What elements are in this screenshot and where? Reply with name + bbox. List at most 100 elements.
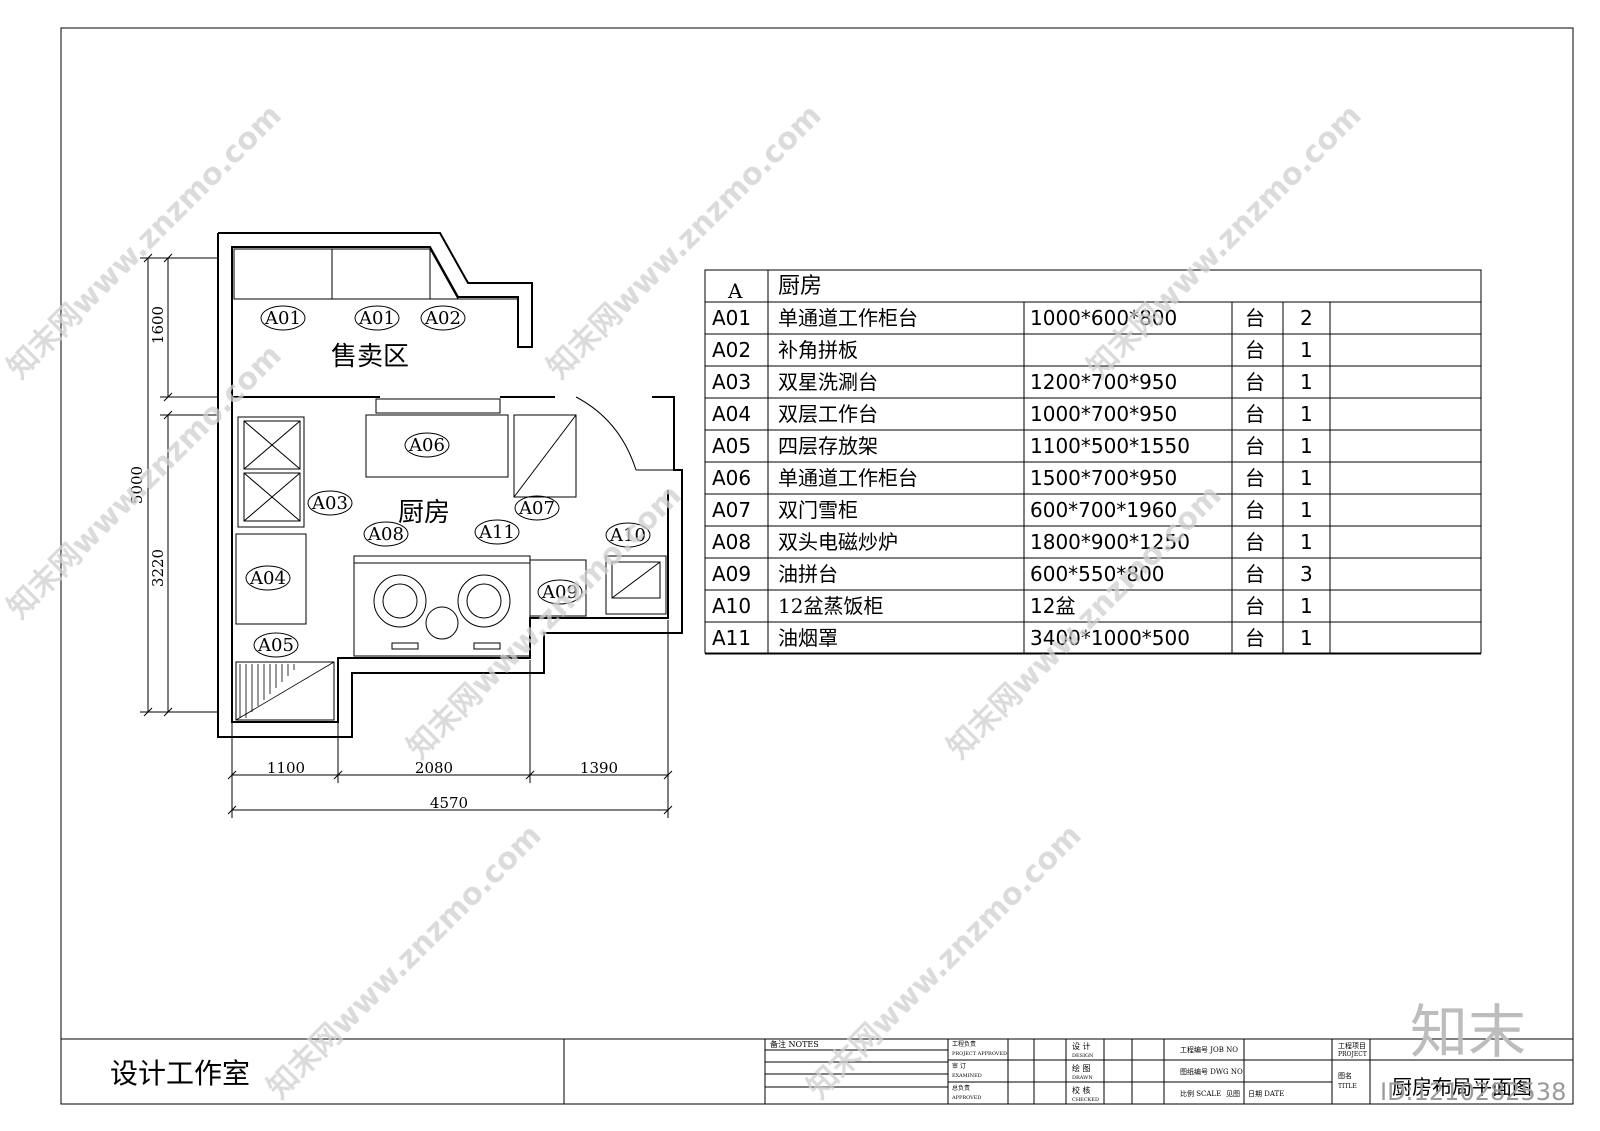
inner-wall [231, 397, 669, 723]
approved-label: 总负责 [952, 1084, 970, 1092]
table-cell-spec: 1500*700*950 [1030, 466, 1177, 490]
window [375, 398, 501, 414]
table-cell-spec: 1000*700*950 [1030, 402, 1177, 426]
project-approved-en: PROJECT APPROVED [952, 1051, 1007, 1057]
table-cell-unit: 台 [1245, 306, 1265, 330]
kitchen-label: 厨房 [398, 498, 450, 528]
watermark-logo: 知末 [1410, 998, 1526, 1066]
table-cell-qty: 1 [1300, 498, 1313, 522]
table-cell-name: 双门雪柜 [778, 498, 858, 522]
table-cell-name: 单通道工作柜台 [778, 466, 918, 490]
watermark-text-4: 知末网www.znzmo.com [1, 338, 289, 626]
table-cell-spec: 600*700*1960 [1030, 498, 1177, 522]
table-cell-code: A11 [712, 626, 751, 650]
drawing-frame [60, 27, 1574, 1105]
table-cell-qty: 1 [1300, 370, 1313, 394]
door-swing [575, 396, 637, 471]
table-cell-qty: 2 [1300, 306, 1313, 330]
counter-a01-2 [331, 248, 431, 300]
table-cell-code: A08 [712, 530, 751, 554]
table-cell-unit: 台 [1245, 530, 1265, 554]
floor-plan: A01 A01 A02 A03 A04 A05 A06 A07 A08 A09 … [128, 232, 683, 818]
tag-a01-2: A01 [358, 308, 395, 329]
table-cell-spec: 1800*900*1250 [1030, 530, 1190, 554]
sink-bowl-1 [243, 420, 301, 470]
tag-a05: A05 [257, 635, 294, 656]
dim-left-total: 5000 [128, 466, 146, 504]
table-section-name: 厨房 [778, 274, 822, 299]
design-label: 设 计 [1072, 1041, 1091, 1051]
dim-left-upper: 1600 [149, 306, 167, 344]
table-cell-code: A03 [712, 370, 751, 394]
table-cell-qty: 1 [1300, 466, 1313, 490]
table-cell-qty: 3 [1300, 562, 1313, 586]
table-cell-code: A01 [712, 306, 751, 330]
watermark-text-8: 知末网www.znzmo.com [801, 818, 1089, 1106]
job-no-label: 工程编号 JOB NO [1180, 1045, 1238, 1054]
table-cell-name: 四层存放架 [778, 434, 878, 458]
project-label: 工程项目 [1338, 1041, 1366, 1050]
design-en: DESIGN [1072, 1053, 1094, 1059]
table-cell-name: 单通道工作柜台 [778, 306, 918, 330]
drawn-label: 绘 图 [1072, 1063, 1091, 1073]
sales-area-label: 售卖区 [331, 342, 409, 372]
watermark-text-1: 知末网www.znzmo.com [1, 98, 289, 386]
table-cell-qty: 1 [1300, 626, 1313, 650]
table-cell-name: 油拼台 [778, 562, 838, 586]
table-cell-spec: 3400*1000*500 [1030, 626, 1190, 650]
tag-a09: A09 [541, 582, 578, 603]
notes-label: 备注 NOTES [770, 1039, 819, 1049]
table-cell-name: 油烟罩 [778, 626, 838, 650]
table-cell-spec: 1200*700*950 [1030, 370, 1177, 394]
table-cell-unit: 台 [1245, 466, 1265, 490]
checked-label: 校 核 [1072, 1085, 1091, 1095]
table-cell-unit: 台 [1245, 370, 1265, 394]
studio-name: 设计工作室 [110, 1057, 250, 1090]
outer-wall [217, 233, 683, 738]
dwg-no-label: 图纸编号 DWG NO [1180, 1067, 1243, 1076]
dim-bottom-total: 4570 [430, 794, 468, 812]
scale-label: 比例 SCALE [1180, 1089, 1221, 1098]
tag-a02: A02 [424, 308, 461, 329]
checked-en: CHECKED [1072, 1097, 1099, 1103]
dim-bottom-1: 1100 [267, 759, 305, 777]
tag-a06: A06 [408, 435, 445, 456]
table-cell-code: A07 [712, 498, 751, 522]
table-cell-name: 补角拼板 [778, 338, 858, 362]
table-cell-unit: 台 [1245, 626, 1265, 650]
title-label: 图名 [1338, 1071, 1352, 1080]
table-cell-code: A10 [712, 594, 751, 618]
scale-value: 见图 [1226, 1090, 1240, 1098]
dim-bottom-2: 2080 [415, 759, 453, 777]
tag-a03: A03 [311, 493, 348, 514]
sink-bowl-2 [243, 472, 301, 522]
table-cell-code: A02 [712, 338, 751, 362]
table-cell-name: 双星洗涮台 [778, 370, 878, 394]
watermark-text-3: 知末网www.znzmo.com [1081, 98, 1369, 386]
counter-a06 [365, 414, 509, 478]
title-block: 设计工作室 备注 NOTES 工程负责 PROJECT APPROVED 审 订… [61, 1038, 1573, 1104]
examined-label: 审 订 [952, 1062, 966, 1070]
table-cell-spec: 12盆 [1030, 594, 1075, 618]
table-cell-unit: 台 [1245, 338, 1265, 362]
table-cell-name: 12盆蒸饭柜 [778, 594, 883, 618]
table-cell-unit: 台 [1245, 402, 1265, 426]
watermark-layer: 知末网www.znzmo.com 知末网www.znzmo.com 知末网www… [1, 98, 1369, 1106]
watermark-text-7: 知末网www.znzmo.com [261, 818, 549, 1106]
oil-table-a09 [529, 559, 587, 617]
drawing-title: 厨房布局平面图 [1392, 1075, 1532, 1099]
tag-a01-1: A01 [264, 308, 301, 329]
table-section-code: A [727, 279, 743, 303]
table-cell-unit: 台 [1245, 434, 1265, 458]
table-cell-unit: 台 [1245, 562, 1265, 586]
date-label: 日期 DATE [1248, 1090, 1284, 1098]
approved-en: APPROVED [951, 1095, 981, 1101]
watermark-id: ID:1210282538 [1380, 1078, 1566, 1106]
table-cell-unit: 台 [1245, 594, 1265, 618]
table-cell-spec: 1000*600*800 [1030, 306, 1177, 330]
table-cell-code: A06 [712, 466, 751, 490]
title-en: TITLE [1338, 1083, 1357, 1090]
table-cell-qty: 1 [1300, 594, 1313, 618]
